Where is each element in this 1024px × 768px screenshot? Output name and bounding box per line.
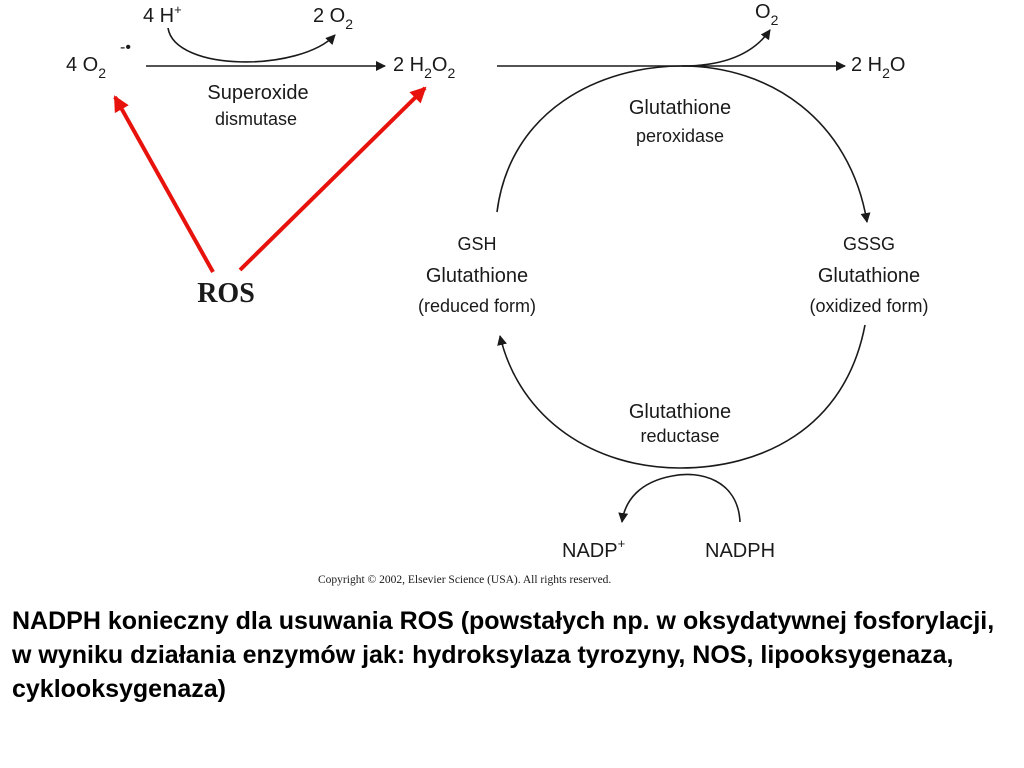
sod-side-arrow [167, 27, 336, 63]
peroxidase-label-2: peroxidase [636, 126, 724, 146]
reductase-label-1: Glutathione [629, 401, 731, 423]
peroxidase-label-1: Glutathione [629, 97, 731, 119]
hydrogen-peroxide-product: 2 H2O2 [393, 54, 455, 81]
reductase-label-2: reductase [640, 426, 719, 446]
sod-enzyme-label-1: Superoxide [207, 82, 308, 104]
reductase-arc [497, 324, 866, 469]
copyright-notice: Copyright © 2002, Elsevier Science (USA)… [318, 574, 611, 586]
oxygen-release-arrow [681, 29, 771, 67]
caption-text: NADPH konieczny dla usuwania ROS (powsta… [12, 607, 995, 703]
ros-arrow-to-superoxide [113, 95, 215, 273]
ros-label: ROS [197, 278, 255, 309]
peroxidase-arc [496, 65, 871, 223]
gssg-name: Glutathione [818, 265, 920, 287]
oxygen-released: O2 [755, 1, 779, 28]
gsh-abbr: GSH [457, 234, 496, 254]
ros-arrow-to-peroxide [238, 86, 427, 272]
nadp-label: NADP+ [562, 536, 625, 562]
proton-co-reactant: 4 H+ [143, 2, 182, 27]
superoxide-reactant: 4 O2 [66, 54, 106, 81]
gsh-form: (reduced form) [418, 296, 536, 316]
gsh-name: Glutathione [426, 265, 528, 287]
gssg-abbr: GSSG [843, 234, 895, 254]
oxygen-co-product: 2 O2 [313, 5, 353, 32]
sod-enzyme-label-2: dismutase [215, 109, 297, 129]
water-product: 2 H2O [851, 54, 905, 81]
gssg-form: (oxidized form) [809, 296, 928, 316]
nadph-label: NADPH [705, 540, 775, 562]
antioxidant-pathway-diagram: 4 O2 -• 4 H+ 2 O2 Superoxide dismutase 2… [66, 1, 929, 586]
superoxide-radical-charge: -• [120, 39, 131, 56]
nadph-to-nadp-arrow [618, 473, 741, 523]
